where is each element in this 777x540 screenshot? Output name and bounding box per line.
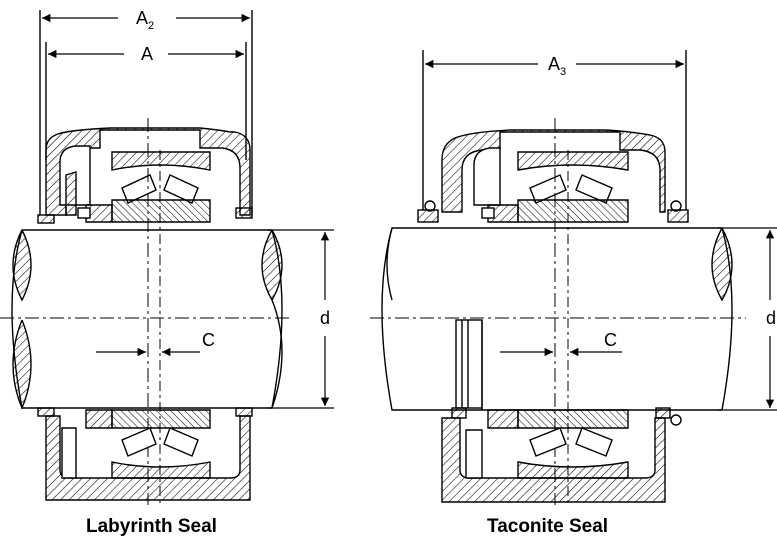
taconite-assembly (370, 50, 746, 505)
label-a2: A2 (136, 8, 154, 32)
label-a3: A3 (548, 54, 566, 78)
label-a: A (141, 44, 153, 64)
taconite-dimensions (425, 59, 777, 411)
label-d-left: d (320, 308, 330, 328)
labyrinth-assembly (0, 10, 292, 505)
labyrinth-dimensions (42, 13, 334, 409)
label-c-right: C (604, 330, 617, 350)
label-d-right: d (766, 308, 776, 328)
label-c-left: C (202, 330, 215, 350)
caption-labyrinth-seal: Labyrinth Seal (86, 516, 217, 537)
caption-taconite-seal: Taconite Seal (487, 516, 608, 537)
